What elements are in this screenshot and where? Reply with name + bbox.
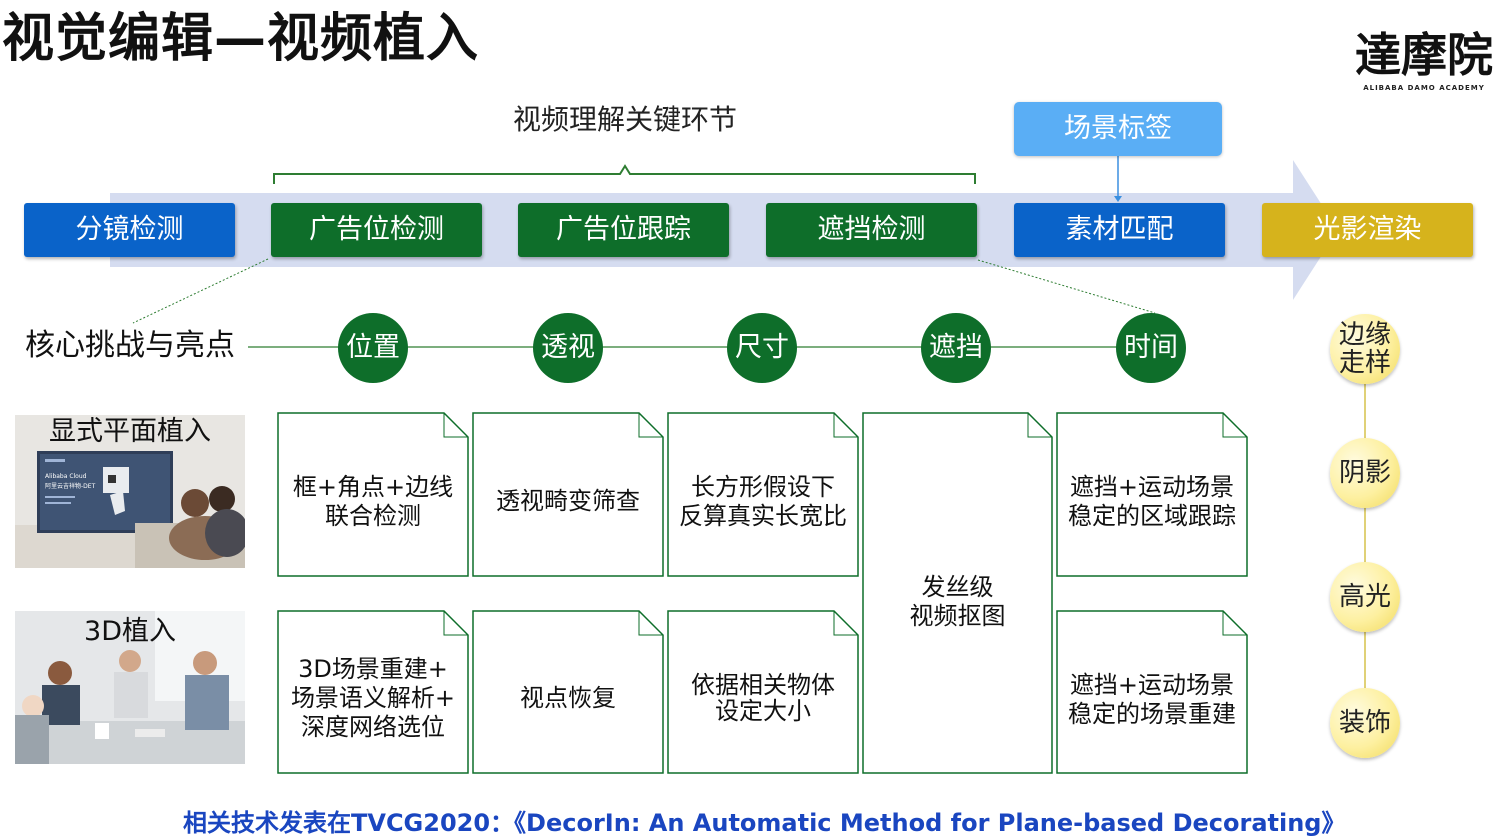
card-perspective-flat-line1: 透视畸变筛查 bbox=[496, 487, 640, 515]
living-room-tv-image: Alibaba Cloud 阿里云吉祥物-DET bbox=[15, 415, 245, 568]
card-occlusion-line2: 视频抠图 bbox=[909, 602, 1006, 630]
rendering-highlight: 高光 bbox=[1330, 562, 1400, 632]
card-size-3d-line1: 依据相关物体 bbox=[691, 671, 835, 699]
damo-logo: 達摩院 ALIBABA DAMO ACADEMY bbox=[1346, 28, 1502, 98]
card-outline-occlusion bbox=[862, 412, 1053, 774]
scene-tag-box: 场景标签 bbox=[1014, 102, 1222, 156]
rendering-edge-line2: 走样 bbox=[1338, 348, 1391, 378]
stage-shot-detection: 分镜检测 bbox=[24, 203, 235, 257]
card-outline-perspective-flat bbox=[472, 412, 664, 577]
card-time-flat-line2: 稳定的区域跟踪 bbox=[1068, 502, 1236, 530]
card-size-3d: 依据相关物体 设定大小 bbox=[668, 611, 858, 773]
page-title: 视觉编辑—视频植入 bbox=[2, 9, 480, 69]
card-outline-time-flat bbox=[1056, 412, 1248, 577]
card-time-3d: 遮挡+运动场景 稳定的场景重建 bbox=[1057, 611, 1247, 773]
card-outline-position-flat bbox=[277, 412, 469, 577]
stage-occlusion-detection: 遮挡检测 bbox=[766, 203, 977, 257]
rendering-highlight-label: 高光 bbox=[1338, 582, 1391, 612]
challenge-occlusion: 遮挡 bbox=[921, 313, 991, 383]
card-position-3d: 3D场景重建+ 场景语义解析+ 深度网络选位 bbox=[278, 611, 468, 773]
challenge-perspective: 透视 bbox=[533, 313, 603, 383]
card-position-3d-line2: 场景语义解析+ bbox=[290, 684, 456, 712]
rendering-shadow: 阴影 bbox=[1330, 438, 1400, 508]
card-outline-size-3d bbox=[667, 610, 859, 774]
card-time-3d-line1: 遮挡+运动场景 bbox=[1069, 671, 1235, 699]
rendering-edge-line1: 边缘 bbox=[1338, 320, 1391, 350]
card-time-flat: 遮挡+运动场景 稳定的区域跟踪 bbox=[1057, 413, 1247, 576]
card-perspective-3d-line1: 视点恢复 bbox=[520, 684, 616, 712]
card-size-flat: 长方形假设下 反算真实长宽比 bbox=[668, 413, 858, 576]
card-position-3d-line3: 深度网络选位 bbox=[301, 713, 445, 741]
challenge-position: 位置 bbox=[338, 313, 408, 383]
stage-ad-slot-detection: 广告位检测 bbox=[271, 203, 482, 257]
core-challenges-label: 核心挑战与亮点 bbox=[25, 328, 235, 363]
card-time-flat-line1: 遮挡+运动场景 bbox=[1069, 473, 1235, 501]
card-perspective-flat: 透视畸变筛查 bbox=[473, 413, 663, 576]
stage-material-matching: 素材匹配 bbox=[1014, 203, 1225, 257]
challenge-size: 尺寸 bbox=[727, 313, 797, 383]
card-position-3d-line1: 3D场景重建+ bbox=[298, 655, 448, 683]
card-outline-position-3d bbox=[277, 610, 469, 774]
challenge-time: 时间 bbox=[1116, 313, 1186, 383]
publication-footer: 相关技术发表在TVCG2020：《DecorIn: An Automatic M… bbox=[183, 809, 1346, 837]
3d-placement-photo: 3D植入 bbox=[15, 611, 245, 764]
office-meeting-image bbox=[15, 611, 245, 764]
card-outline-time-3d bbox=[1056, 610, 1248, 774]
card-outline-perspective-3d bbox=[472, 610, 664, 774]
card-size-flat-line1: 长方形假设下 bbox=[691, 473, 835, 501]
rendering-decoration: 装饰 bbox=[1330, 688, 1400, 758]
rendering-edge-aliasing: 边缘走样 bbox=[1330, 314, 1400, 384]
card-perspective-3d: 视点恢复 bbox=[473, 611, 663, 773]
card-time-3d-line2: 稳定的场景重建 bbox=[1068, 700, 1236, 728]
logo-english-text: ALIBABA DAMO ACADEMY bbox=[1363, 84, 1485, 92]
tv-screen-brand: Alibaba Cloud bbox=[45, 473, 87, 480]
stage-ad-slot-tracking: 广告位跟踪 bbox=[518, 203, 729, 257]
card-position-flat-line2: 联合检测 bbox=[325, 502, 421, 530]
card-occlusion-line1: 发丝级 bbox=[921, 573, 994, 601]
3d-placement-label: 3D植入 bbox=[84, 616, 176, 647]
rendering-decoration-label: 装饰 bbox=[1338, 708, 1391, 738]
card-outline-size-flat bbox=[667, 412, 859, 577]
card-size-3d-line2: 设定大小 bbox=[715, 697, 811, 725]
tv-screen-text: 阿里云吉祥物-DET bbox=[45, 482, 96, 490]
stage-light-rendering: 光影渲染 bbox=[1262, 203, 1473, 257]
rendering-shadow-label: 阴影 bbox=[1338, 458, 1391, 488]
flat-placement-photo: Alibaba Cloud 阿里云吉祥物-DET 显式平面植入 bbox=[15, 415, 245, 568]
card-position-flat-line1: 框+角点+边线 bbox=[292, 473, 454, 501]
flat-placement-label: 显式平面植入 bbox=[49, 416, 211, 447]
card-size-flat-line2: 反算真实长宽比 bbox=[679, 502, 847, 530]
card-position-flat: 框+角点+边线 联合检测 bbox=[278, 413, 468, 576]
understanding-stage-label: 视频理解关键环节 bbox=[512, 103, 737, 136]
logo-chinese-text: 達摩院 bbox=[1355, 28, 1493, 82]
card-occlusion-matting: 发丝级 视频抠图 bbox=[863, 413, 1052, 773]
